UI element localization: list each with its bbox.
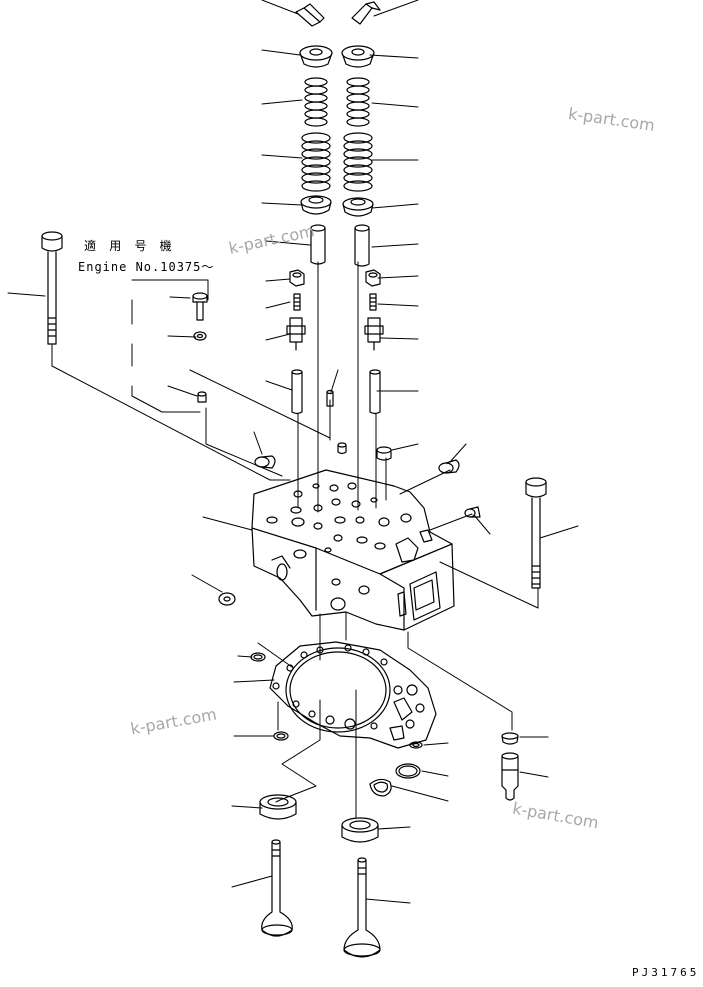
stud-left	[294, 294, 300, 310]
stud-right	[370, 294, 376, 310]
valve-guide-left	[311, 225, 325, 264]
spring-retainer-right	[342, 46, 374, 67]
small-washer	[194, 332, 206, 340]
adjuster-left	[287, 318, 305, 350]
cap-screw	[465, 507, 480, 517]
head-gasket	[270, 642, 436, 748]
dowel-pin	[338, 443, 346, 454]
long-pin-right	[370, 370, 380, 414]
valve-guide-right	[355, 225, 369, 266]
drawing-number: PJ31765	[632, 966, 700, 979]
valve-right	[344, 858, 380, 957]
outer-spring-right	[344, 133, 372, 191]
adjuster-right	[365, 318, 383, 350]
sleeve-left	[255, 456, 275, 468]
small-bolt	[193, 293, 207, 320]
cylinder-head	[252, 470, 454, 630]
seal-oval	[370, 779, 391, 796]
valve-seat-right	[342, 818, 378, 842]
o-ring-2	[274, 732, 288, 740]
small-pin	[327, 391, 333, 407]
plug	[377, 447, 391, 460]
inner-spring-right	[347, 78, 369, 126]
sleeve-cap	[502, 733, 518, 744]
o-ring-3	[410, 742, 422, 748]
spring-retainer-left	[300, 46, 332, 67]
applicability-label: 適 用 号 機	[84, 239, 175, 253]
valve-keeper-right	[352, 2, 380, 24]
long-pin-left	[292, 370, 302, 414]
outer-spring-left	[302, 133, 330, 191]
sleeve-right	[439, 460, 459, 473]
valve-keeper-left	[296, 4, 324, 26]
nut-right	[366, 270, 380, 286]
head-bolt-left	[42, 232, 62, 344]
leader-lines	[8, 0, 578, 903]
valve-left	[262, 840, 293, 936]
engine-number-note: Engine No.10375～	[78, 260, 215, 274]
sleeve-tube	[502, 753, 518, 800]
o-ring-1	[251, 653, 265, 661]
nut-left	[290, 270, 304, 286]
o-ring-4	[396, 764, 420, 778]
spring-seat-left	[301, 196, 331, 214]
assembly-lines	[52, 262, 538, 818]
head-bolt-right	[526, 478, 546, 588]
inner-spring-left	[305, 78, 327, 126]
spring-seat-right	[343, 198, 373, 216]
valve-seat-left	[260, 795, 296, 819]
plug-side	[219, 593, 235, 605]
small-plug	[198, 392, 206, 402]
